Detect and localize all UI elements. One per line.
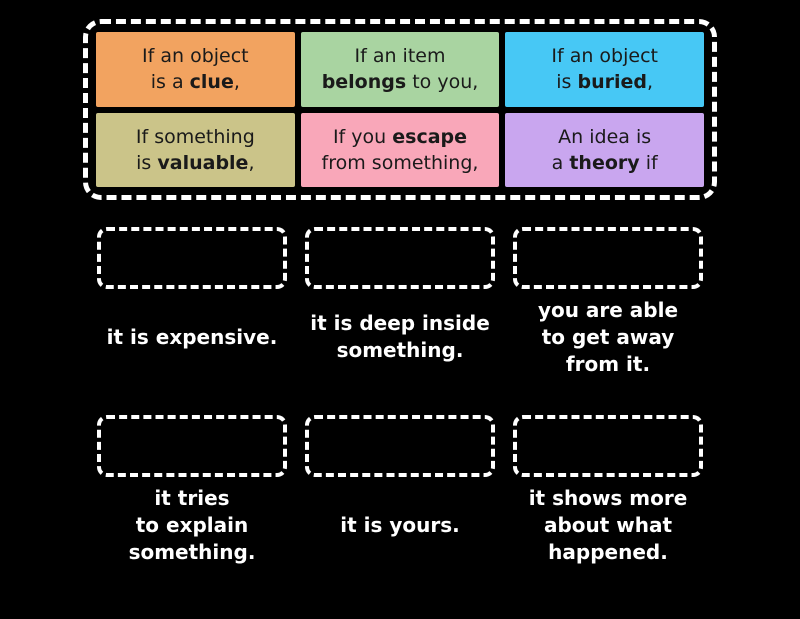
answer-text-4: it tries to explain something. <box>128 485 256 564</box>
drop-zone-2[interactable] <box>305 227 495 289</box>
match-cell-1: it is expensive. <box>88 227 296 385</box>
match-cell-5: it is yours. <box>296 415 504 573</box>
match-cell-2: it is deep inside something. <box>296 227 504 385</box>
match-cell-4: it tries to explain something. <box>88 415 296 573</box>
match-cell-3: you are able to get away from it. <box>504 227 712 385</box>
answer-text-3: you are able to get away from it. <box>537 297 679 376</box>
answer-text-1: it is expensive. <box>106 324 278 349</box>
drop-zone-1[interactable] <box>97 227 287 289</box>
answer-text-2: it is deep inside something. <box>310 311 490 362</box>
answer-text-5: it is yours. <box>340 512 460 537</box>
drop-zone-6[interactable] <box>513 415 703 477</box>
answer-text-6: it shows more about what happened. <box>528 485 688 564</box>
drop-zone-3[interactable] <box>513 227 703 289</box>
drop-zone-5[interactable] <box>305 415 495 477</box>
answers-grid: it is expensive. it is deep inside somet… <box>88 227 712 573</box>
match-cell-6: it shows more about what happened. <box>504 415 712 573</box>
drop-zone-4[interactable] <box>97 415 287 477</box>
